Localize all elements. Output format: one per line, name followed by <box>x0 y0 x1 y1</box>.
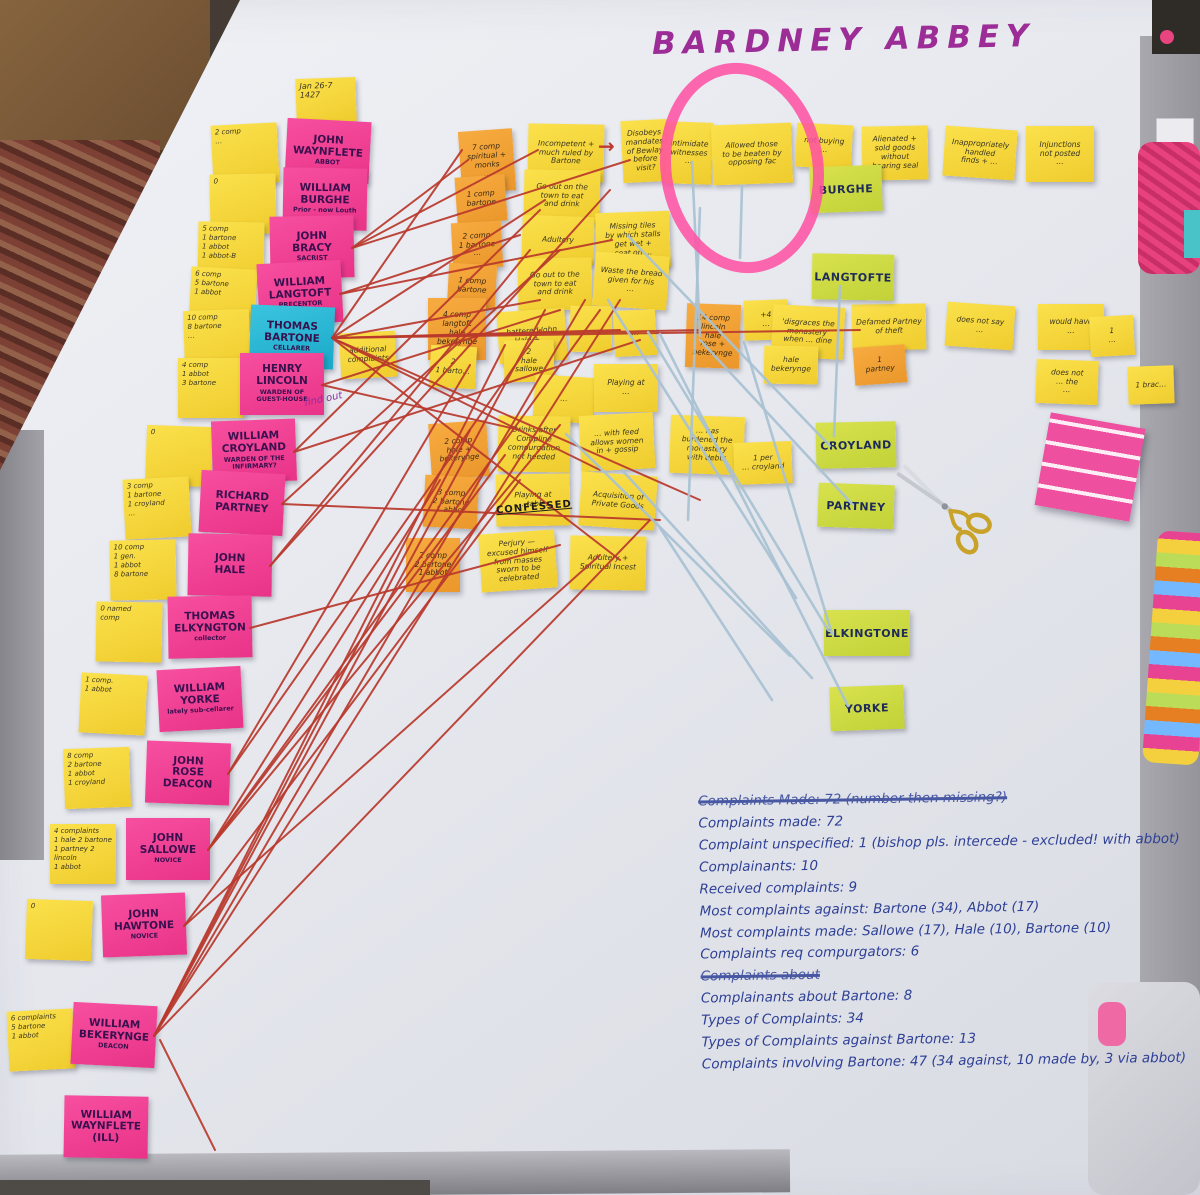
person-count-note: 10 comp 1 gen. 1 abbot 8 bartone <box>109 539 177 601</box>
complaint-note: Disobeys mandates of Bewlay before visit… <box>620 118 670 184</box>
person-name-note: WILLIAM WAYNFLETE (ILL) <box>63 1095 149 1159</box>
complaint-note: … <box>612 308 658 358</box>
complaint-note: Go out to the town to eat and drink <box>517 257 593 311</box>
person-name: WILLIAM LANGTOFT <box>268 274 332 302</box>
complaint-note: Defamed Partney of theft <box>851 303 927 351</box>
complaint-note: 2 comp 1 bartone … <box>450 220 504 270</box>
complaint-note: 1 partney <box>852 344 908 386</box>
scissor-pivot <box>941 503 949 510</box>
person-count-note: 1 comp. 1 abbot <box>78 672 148 736</box>
person-role: DEACON <box>97 1041 129 1052</box>
complaint-note: 1 … <box>1088 314 1136 358</box>
person-name: THOMAS BARTONE <box>263 319 321 345</box>
pink-dot <box>1160 30 1174 44</box>
scissors <box>896 464 992 555</box>
person-role: lately sub-cellarer <box>167 704 235 717</box>
complaint-note: additional complaints <box>338 330 398 380</box>
person-name: WILLIAM WAYNFLETE (ILL) <box>70 1108 142 1144</box>
white-card <box>1156 118 1194 146</box>
person-name: JOHN WAYNFLETE <box>292 133 364 160</box>
person-role: NOVICE <box>154 856 182 865</box>
complaint-note: 2 comp 2 bartone 1 abbot <box>406 538 460 592</box>
person-role: WARDEN OF THE INFIRMARY? <box>223 453 285 471</box>
recipient-note: YORKE <box>829 684 905 732</box>
person-name: WILLIAM CROYLAND <box>221 429 287 456</box>
complaint-note: 1 comp bartone <box>454 174 508 224</box>
complaint-note: 1 brac… <box>1127 365 1175 405</box>
person-name-note: JOHN ROSE DEACON <box>144 740 232 806</box>
dark-corner <box>1152 0 1200 54</box>
person-name: JOHN HAWTONE <box>113 907 175 933</box>
person-name: WILLIAM YORKE <box>173 680 226 707</box>
person-count-note: 6 complaints 5 bartone 1 abbot <box>6 1008 76 1072</box>
complaint-note: 14 comp lincoln hale rose + bekerynge <box>684 303 742 369</box>
recipient-note: PARTNEY <box>817 482 895 530</box>
complaint-note: Acquisition of Private Goods <box>578 471 658 531</box>
complaint-note: Adultery + Spiritual Incest <box>569 535 647 591</box>
red-arrow-annotation: → <box>598 134 615 158</box>
person-role: WARDEN OF GUEST-HOUSE <box>256 387 308 404</box>
scissor-handle <box>955 529 979 555</box>
person-role: ABBOT <box>314 157 341 167</box>
complaint-note: does not … the … <box>1035 358 1099 406</box>
complaint-note: does not say … <box>944 301 1016 351</box>
person-name: JOHN ROSE DEACON <box>162 754 213 791</box>
person-count-note: 0 named comp <box>95 601 163 663</box>
person-name: JOHN BRACY <box>292 229 332 255</box>
complaint-note: 1 per … croyland <box>733 441 793 485</box>
complaint-note: Drinks after Compline compurgation not h… <box>497 415 571 473</box>
complaint-note: 2 comp hale + bekerynge <box>428 420 490 480</box>
person-role: Prior - now Louth <box>293 205 357 215</box>
complaint-note: … <box>569 305 613 353</box>
person-name: WILLIAM BEKERYNGE <box>78 1016 150 1044</box>
person-name: HENRY LINCOLN <box>256 363 308 388</box>
recipient-note: ELKINGTONE <box>824 610 910 656</box>
person-count-note: 4 comp 1 abbot 3 bartone <box>178 358 244 418</box>
complaint-note: 3 comp 2 bartone 1 abbot <box>422 474 480 530</box>
complaint-note: intimidate witnesses … <box>664 121 714 185</box>
complaint-note: Inappropriately handled finds + … <box>942 125 1018 181</box>
person-name: WILLIAM BURGHE <box>299 181 351 207</box>
person-name: JOHN HALE <box>214 552 246 577</box>
scissor-shank <box>948 509 963 532</box>
complaint-note: 2 1 barto… <box>428 344 478 390</box>
person-count-note: 4 complaints 1 hale 2 bartone 1 partney … <box>50 824 116 884</box>
complaint-note: not buying … <box>794 122 854 170</box>
person-role: collector <box>194 634 227 643</box>
person-name: RICHARD PARTNEY <box>214 489 270 516</box>
complaint-note: Perjury — excused himself from masses sw… <box>478 529 558 593</box>
complaint-note: Waste the bread given for his … <box>592 251 670 311</box>
person-count-note: 0 <box>24 898 94 962</box>
complaint-note: … with feed allows women in + gossip <box>578 412 656 472</box>
complaint-note: hale bekerynge <box>763 345 819 385</box>
complaint-note: Injunctions not posted … <box>1026 126 1094 182</box>
recipient-note: LANGTOFTE <box>811 253 895 301</box>
recipient-note: BURGHE <box>809 164 883 214</box>
pink-item <box>1098 1002 1126 1046</box>
scissor-handle <box>966 512 992 534</box>
person-count-note: 3 comp 1 bartone 1 croyland … <box>122 476 192 540</box>
person-name-note: JOHN HALE <box>187 533 273 597</box>
person-name-note: RICHARD PARTNEY <box>198 469 286 537</box>
stats-block: Complaints Made: 72 (number then missing… <box>698 785 1200 1077</box>
complaint-note: Playing at … <box>594 364 658 412</box>
floor-shadow <box>0 1180 430 1195</box>
table-edge-left <box>0 430 44 860</box>
recipient-note: CROYLAND <box>815 421 897 469</box>
person-name: THOMAS ELKYNGTON <box>174 609 246 635</box>
person-count-note: 8 comp 2 bartone 1 abbot 1 croyland <box>62 746 132 810</box>
person-name: JOHN SALLOWE <box>139 832 197 856</box>
person-role: NOVICE <box>130 931 159 941</box>
complaint-note: Allowed those to be beaten by opposing f… <box>710 122 794 186</box>
aqua-object <box>1184 210 1200 258</box>
